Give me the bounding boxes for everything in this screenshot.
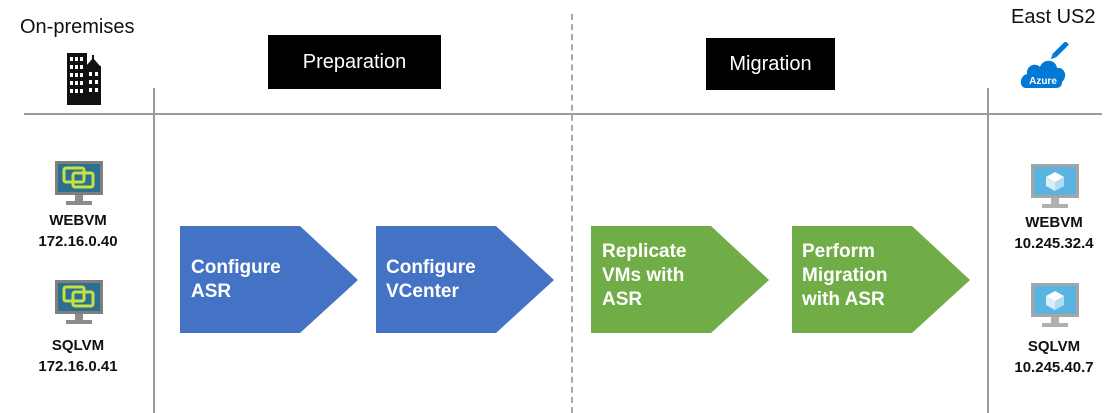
- step-text-line: VCenter: [386, 281, 459, 302]
- vmware-monitor-icon: [54, 279, 104, 327]
- east-us2-title: East US2: [1011, 6, 1096, 28]
- step-text-line: VMs with: [602, 265, 685, 286]
- azure-cloud-icon: Azure: [1018, 41, 1070, 90]
- step-text-line: ASR: [602, 289, 643, 310]
- header-divider: [24, 113, 1102, 115]
- source-vm-sqlvm: SQLVM 172.16.0.41: [13, 335, 143, 377]
- phase-preparation: Preparation: [268, 35, 441, 89]
- step-text-line: with ASR: [802, 289, 885, 310]
- azure-vm-monitor-icon: [1030, 282, 1080, 330]
- building-icon: [66, 50, 102, 106]
- vm-name: SQLVM: [1027, 338, 1081, 355]
- step-configure-asr: Configure ASR: [180, 226, 359, 334]
- on-premises-title: On-premises: [20, 16, 135, 38]
- vm-name: WEBVM: [1025, 214, 1083, 231]
- right-zone-divider: [987, 88, 989, 413]
- phase-migration: Migration: [706, 38, 835, 90]
- source-vm-webvm: WEBVM 172.16.0.40: [13, 210, 143, 252]
- step-perform-migration: Perform Migration with ASR: [792, 226, 971, 334]
- target-vm-webvm: WEBVM 10.245.32.4: [989, 212, 1108, 254]
- left-zone-divider: [153, 88, 155, 413]
- vm-ip: 172.16.0.41: [38, 358, 118, 375]
- step-replicate-vms: Replicate VMs with ASR: [591, 226, 770, 334]
- step-text-line: Perform: [802, 241, 875, 262]
- step-text-line: Migration: [802, 265, 888, 286]
- vm-name: SQLVM: [51, 337, 105, 354]
- step-configure-vcenter: Configure VCenter: [376, 226, 555, 334]
- step-text-line: Replicate: [602, 241, 687, 262]
- azure-vm-monitor-icon: [1030, 163, 1080, 211]
- svg-text:Azure: Azure: [1029, 76, 1057, 87]
- vm-ip: 10.245.40.7: [1014, 359, 1094, 376]
- vmware-monitor-icon: [54, 160, 104, 208]
- vm-ip: 172.16.0.40: [38, 233, 118, 250]
- step-text-line: ASR: [191, 281, 232, 302]
- step-text-line: Configure: [386, 257, 476, 278]
- step-text-line: Configure: [191, 257, 281, 278]
- phase-divider: [571, 14, 573, 413]
- vm-ip: 10.245.32.4: [1014, 235, 1094, 252]
- target-vm-sqlvm: SQLVM 10.245.40.7: [989, 336, 1108, 378]
- vm-name: WEBVM: [49, 212, 107, 229]
